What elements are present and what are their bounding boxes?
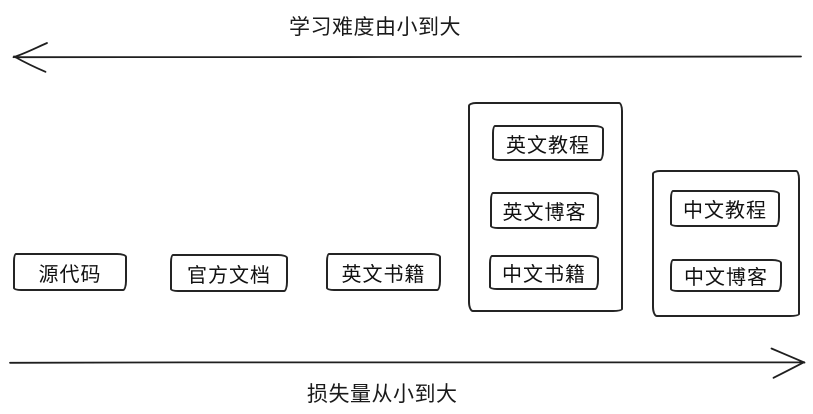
loss-arrow-right — [9, 347, 806, 379]
bottom-axis-label: 损失量从小到大 — [307, 383, 458, 406]
node-chinese-books: 中文书籍 — [489, 255, 599, 290]
group-chinese: 中文教程 中文博客 — [652, 170, 800, 317]
node-chinese-blog: 中文博客 — [670, 259, 782, 292]
node-source-code: 源代码 — [13, 253, 127, 291]
group-english-advanced: 英文教程 英文博客 中文书籍 — [468, 102, 623, 312]
node-chinese-tutorial: 中文教程 — [670, 190, 780, 227]
node-english-tutorial: 英文教程 — [492, 125, 604, 161]
difficulty-arrow-left — [12, 42, 802, 73]
node-official-docs: 官方文档 — [170, 254, 288, 292]
node-english-books: 英文书籍 — [326, 253, 441, 291]
node-english-blog: 英文博客 — [490, 192, 599, 229]
top-axis-label: 学习难度由小到大 — [289, 16, 461, 39]
